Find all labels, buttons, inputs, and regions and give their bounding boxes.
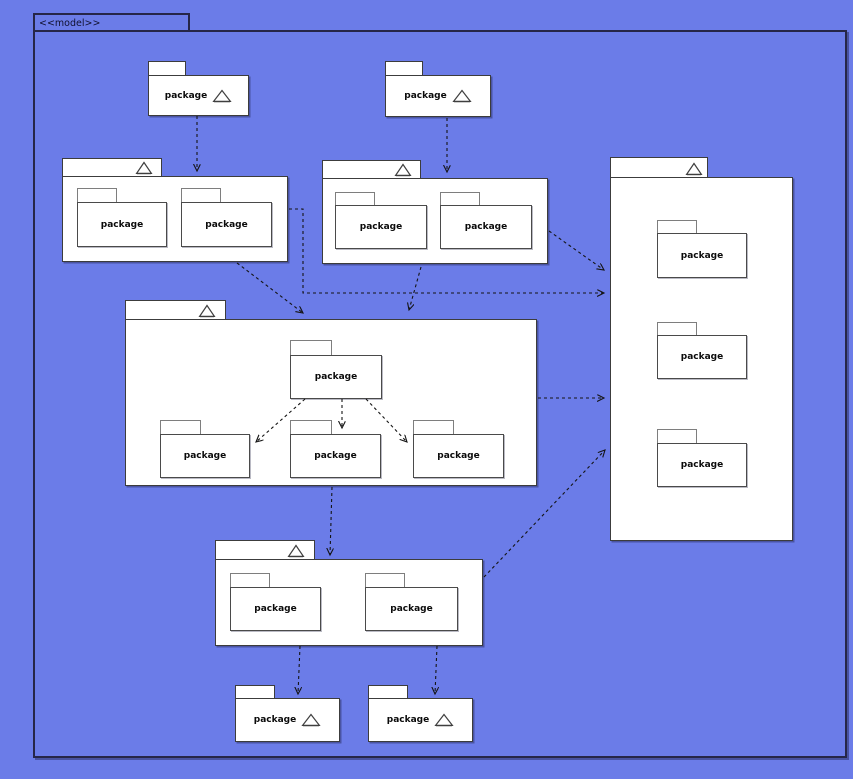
triangle-icon <box>135 161 153 175</box>
bottom-group-package-1[interactable]: package <box>230 587 321 631</box>
triangle-icon <box>434 713 454 727</box>
package-tab[interactable] <box>657 429 697 444</box>
package-label: package <box>100 219 144 230</box>
right-group-package-2[interactable]: package <box>657 335 747 379</box>
right-group-package-1[interactable]: package <box>657 233 747 278</box>
package-label: package <box>680 250 724 261</box>
triangle-icon <box>212 89 232 103</box>
package-label: package <box>404 91 447 101</box>
package-tab[interactable] <box>657 220 697 234</box>
bottom-group-package-2[interactable]: package <box>365 587 458 631</box>
middle-group-package-2[interactable]: package <box>440 205 532 249</box>
triangle-icon <box>452 89 472 103</box>
package-tab[interactable] <box>440 192 480 206</box>
package-top-left[interactable]: package <box>148 75 249 116</box>
model-stereotype-label: <<model>> <box>39 18 101 29</box>
triangle-icon <box>301 713 321 727</box>
left-group-tab[interactable] <box>62 158 162 177</box>
package-label: package <box>254 604 297 614</box>
package-label: package <box>390 604 433 614</box>
package-label: package <box>183 451 227 461</box>
center-group-package-1[interactable]: package <box>160 434 250 478</box>
package-label: package <box>314 372 358 382</box>
triangle-icon <box>198 304 216 318</box>
package-tab[interactable] <box>385 61 423 76</box>
model-frame-tab[interactable]: <<model>> <box>33 13 190 32</box>
triangle-icon <box>287 544 305 558</box>
package-tab[interactable] <box>290 420 332 435</box>
package-tab[interactable] <box>657 322 697 336</box>
package-tab[interactable] <box>148 61 186 76</box>
package-top-right[interactable]: package <box>385 75 491 117</box>
bottom-group-tab[interactable] <box>215 540 315 560</box>
middle-group-tab[interactable] <box>322 160 421 179</box>
triangle-icon <box>394 163 412 177</box>
package-tab[interactable] <box>365 573 405 588</box>
triangle-icon <box>685 162 703 176</box>
middle-group-package-1[interactable]: package <box>335 205 427 249</box>
model-frame[interactable] <box>33 30 847 758</box>
center-group-tab[interactable] <box>125 300 226 320</box>
package-label: package <box>164 90 208 101</box>
package-tab[interactable] <box>181 188 221 203</box>
right-group-package-3[interactable]: package <box>657 443 747 487</box>
package-tab[interactable] <box>77 188 117 203</box>
package-tab[interactable] <box>335 192 375 206</box>
package-label: package <box>359 222 403 232</box>
package-label: package <box>205 219 248 230</box>
package-tab[interactable] <box>413 420 454 435</box>
left-group-package-1[interactable]: package <box>77 202 167 247</box>
package-tab[interactable] <box>230 573 270 588</box>
package-label: package <box>437 451 480 461</box>
left-group-package-2[interactable]: package <box>181 202 272 247</box>
center-group-package-2[interactable]: package <box>290 434 381 478</box>
package-tab[interactable] <box>290 340 332 356</box>
package-label: package <box>253 715 297 725</box>
package-label: package <box>386 715 430 725</box>
package-tab[interactable] <box>368 685 408 699</box>
package-label: package <box>680 352 724 362</box>
right-group-tab[interactable] <box>610 157 708 178</box>
package-bottom-left[interactable]: package <box>235 698 340 742</box>
package-label: package <box>464 222 508 232</box>
center-group-main-package[interactable]: package <box>290 355 382 399</box>
package-label: package <box>680 460 724 470</box>
package-label: package <box>314 451 357 461</box>
center-group-package-3[interactable]: package <box>413 434 504 478</box>
package-tab[interactable] <box>235 685 275 699</box>
package-tab[interactable] <box>160 420 201 435</box>
package-bottom-right[interactable]: package <box>368 698 473 742</box>
